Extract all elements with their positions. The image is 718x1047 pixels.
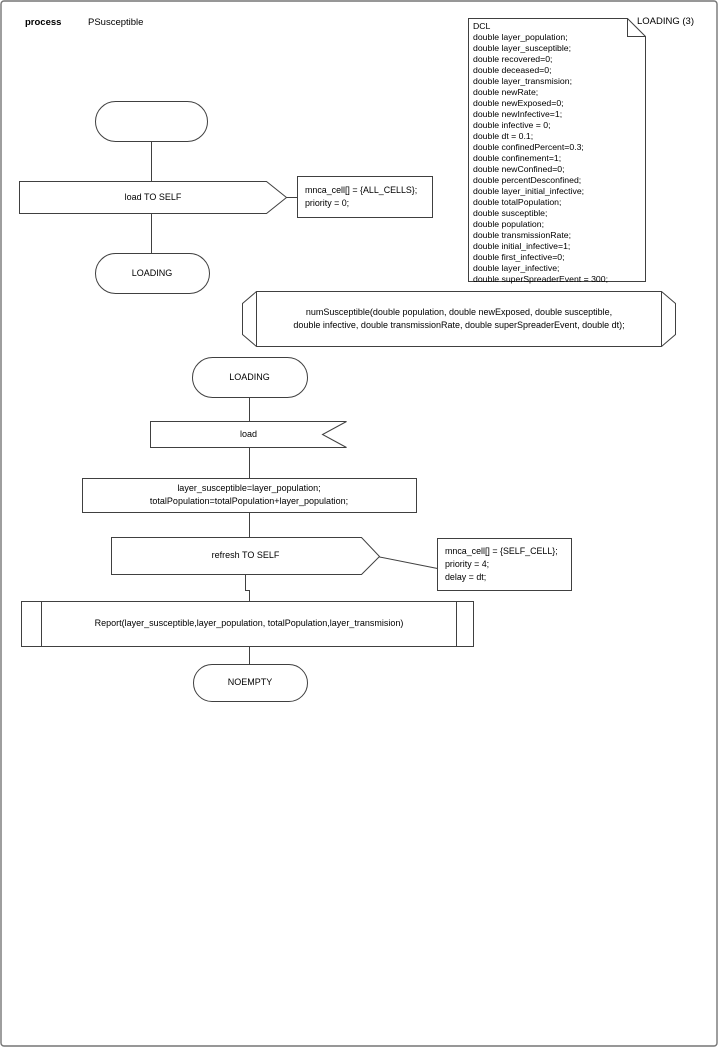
start-state-symbol[interactable] — [96, 102, 208, 142]
procedure-call-side-lines — [42, 602, 457, 647]
connector-refresh-to-comment — [380, 557, 438, 569]
dcl-declaration-box[interactable] — [469, 19, 646, 282]
load-output-symbol[interactable] — [20, 182, 287, 214]
state-loading-1[interactable] — [96, 254, 210, 294]
procedure-call-symbol[interactable] — [22, 602, 474, 647]
procedure-declaration-side-lines — [257, 292, 662, 347]
state-loading-2[interactable] — [193, 358, 308, 398]
procedure-declaration-symbol[interactable] — [243, 292, 676, 347]
state-noempty[interactable] — [194, 665, 308, 702]
comment-box-all-cells[interactable] — [298, 177, 433, 218]
connector-refresh-to-report — [246, 575, 250, 602]
load-input-symbol[interactable] — [151, 422, 347, 448]
refresh-output-symbol[interactable] — [112, 538, 380, 575]
comment-box-self-cell[interactable] — [438, 539, 572, 591]
task-box[interactable] — [83, 479, 417, 513]
dcl-folded-corner — [628, 19, 646, 37]
